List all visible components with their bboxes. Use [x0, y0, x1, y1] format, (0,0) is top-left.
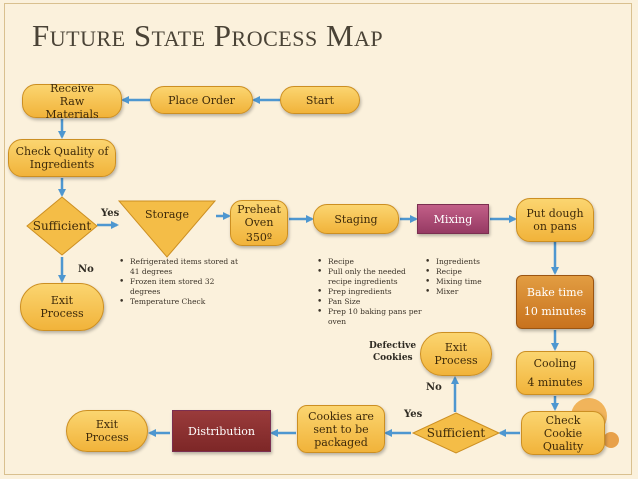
sufficient-decision-2[interactable]	[411, 412, 501, 454]
start-label: Start	[305, 93, 335, 107]
storage-notes: Refrigerated items stored at 41 degrees …	[118, 257, 240, 307]
mixing-note: Ingredients	[425, 257, 516, 267]
storage-note: Temperature Check	[119, 297, 240, 307]
mixing-note: Recipe	[425, 267, 516, 277]
preheat-oven-label: Preheat Oven	[237, 202, 281, 229]
preheat-temp-label: 350º	[245, 230, 273, 244]
receive-raw-materials-node[interactable]: Receive Raw Materials	[22, 81, 122, 121]
exit-process-node-3[interactable]: Exit Process	[66, 410, 148, 452]
cooling-minutes-label: 4 minutes	[527, 376, 583, 389]
defective-cookies-label: Cookies	[373, 353, 413, 363]
yes-label-1: Yes	[101, 208, 120, 219]
no-label-2: No	[426, 382, 442, 393]
place-order-label: Place Order	[168, 93, 235, 107]
check-quality-node[interactable]: Check Quality of Ingredients	[8, 139, 116, 177]
staging-notes: Recipe Pull only the needed recipe ingre…	[316, 257, 428, 327]
staging-node[interactable]: Staging	[313, 204, 399, 234]
sufficient-decision-1[interactable]	[26, 196, 98, 256]
receive-raw-materials-label: Receive Raw Materials	[45, 81, 99, 121]
distribution-node[interactable]: Distribution	[172, 410, 271, 452]
staging-label: Staging	[334, 212, 378, 226]
decorative-circle-small	[603, 432, 619, 448]
check-cookie-quality-node[interactable]: Check Cookie Quality	[521, 411, 605, 455]
place-order-node[interactable]: Place Order	[150, 86, 253, 114]
exit-process-node-1[interactable]: Exit Process	[20, 283, 104, 331]
bake-time-node[interactable]: Bake time 10 minutes	[516, 275, 594, 329]
cooling-label: Cooling	[533, 357, 577, 370]
cooling-node[interactable]: Cooling 4 minutes	[516, 351, 594, 395]
mixing-notes: Ingredients Recipe Mixing time Mixer	[424, 257, 516, 297]
no-label-1: No	[78, 264, 94, 275]
distribution-label: Distribution	[188, 424, 255, 438]
storage-note: Refrigerated items stored at 41 degrees	[119, 257, 240, 277]
put-dough-node[interactable]: Put dough on pans	[516, 198, 594, 242]
start-node[interactable]: Start	[280, 86, 360, 114]
exit-process-node-2[interactable]: Exit Process	[420, 332, 492, 376]
staging-note: Prep 10 baking pans per oven	[317, 307, 428, 327]
mixing-note: Mixing time	[425, 277, 516, 287]
mixing-note: Mixer	[425, 287, 516, 297]
cookies-packaged-label: Cookies are sent to be packaged	[308, 409, 374, 449]
exit-process-label-1: Exit Process	[40, 294, 84, 320]
cookies-packaged-node[interactable]: Cookies are sent to be packaged	[297, 405, 385, 453]
staging-note: Prep ingredients	[317, 287, 428, 297]
check-cookie-quality-label: Check Cookie Quality	[542, 413, 584, 453]
staging-note: Recipe	[317, 257, 428, 267]
bake-time-label: Bake time	[526, 286, 584, 299]
staging-note: Pull only the needed recipe ingredients	[317, 267, 428, 287]
storage-node[interactable]	[117, 200, 217, 258]
yes-label-2: Yes	[404, 409, 423, 420]
page-title: Future State Process Map	[32, 18, 384, 53]
put-dough-label: Put dough on pans	[526, 207, 584, 233]
bake-minutes-label: 10 minutes	[523, 305, 587, 318]
storage-note: Frozen item stored 32 degrees	[119, 277, 240, 297]
exit-process-label-2: Exit Process	[434, 341, 478, 367]
sufficient-label-2: Sufficient	[426, 425, 486, 440]
check-quality-label: Check Quality of Ingredients	[15, 145, 109, 171]
slide-frame	[4, 3, 632, 475]
staging-note: Pan Size	[317, 297, 428, 307]
defective-label: Defective	[369, 341, 417, 351]
storage-label: Storage	[145, 207, 189, 221]
preheat-oven-node[interactable]: Preheat Oven 350º	[230, 200, 288, 246]
mixing-label: Mixing	[433, 212, 473, 226]
mixing-node[interactable]: Mixing	[417, 204, 489, 234]
exit-process-label-3: Exit Process	[85, 418, 129, 444]
sufficient-label-1: Sufficient	[32, 218, 92, 233]
